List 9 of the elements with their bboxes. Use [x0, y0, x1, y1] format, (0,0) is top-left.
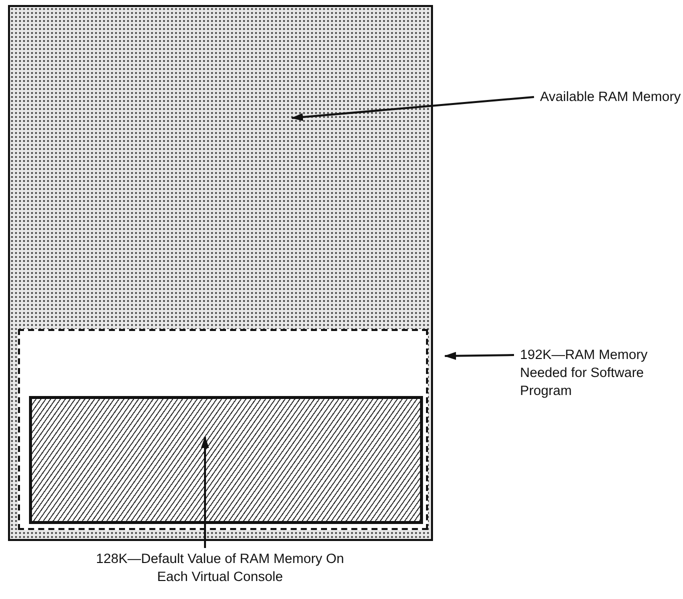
hatched-region	[29, 396, 423, 524]
callout-text: Available RAM Memory	[540, 88, 681, 106]
memory-block	[8, 5, 433, 541]
leader-arrow	[444, 352, 514, 360]
callout-text: 192K—RAM Memory Needed for Software Program	[520, 346, 680, 400]
dashed-region	[18, 329, 428, 530]
leader-arrow	[201, 436, 209, 548]
callout-text: 128K—Default Value of RAM Memory On Each Virtual Console	[95, 550, 345, 586]
leader-arrow	[291, 96, 534, 122]
